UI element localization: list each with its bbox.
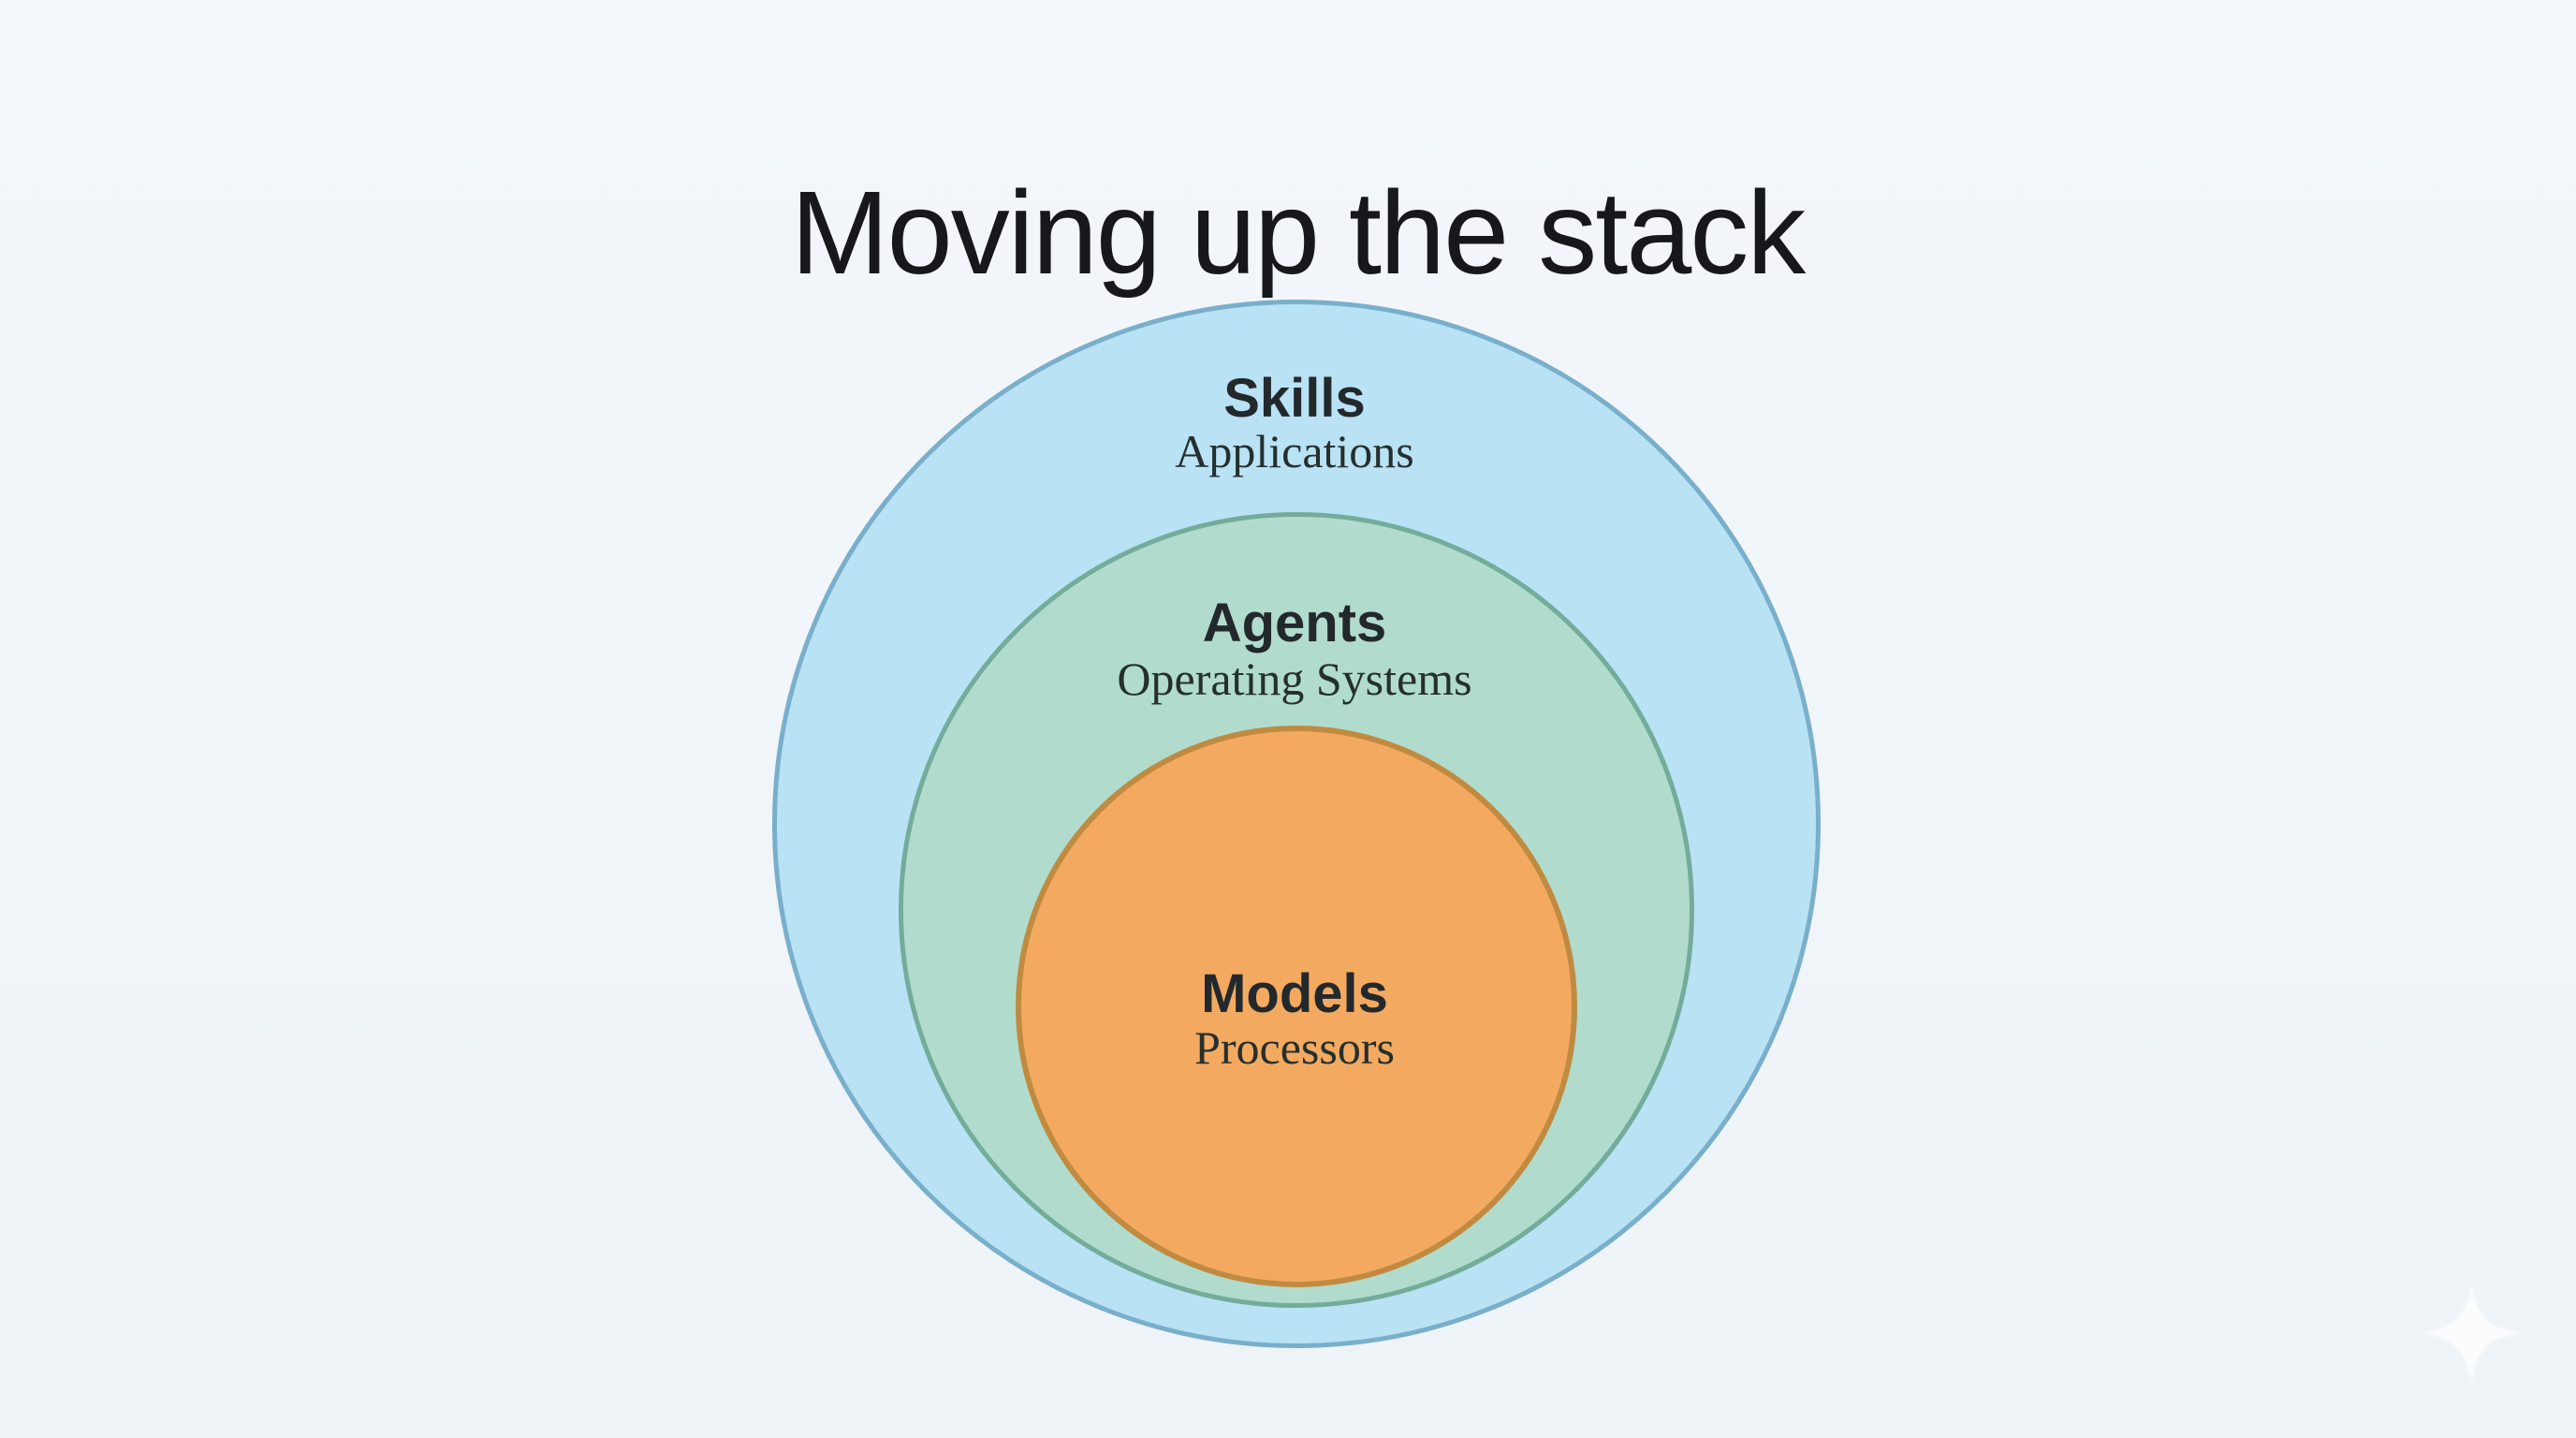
sparkle-shape	[2420, 1282, 2523, 1385]
slide-title: Moving up the stack	[790, 167, 1807, 300]
agents-sublabel: Operating Systems	[1117, 653, 1472, 705]
skills-sublabel: Applications	[1175, 425, 1414, 477]
sparkle-icon	[2420, 1282, 2523, 1385]
agents-label: Agents	[1202, 593, 1387, 653]
skills-label: Skills	[1223, 368, 1366, 429]
models-sublabel: Processors	[1194, 1021, 1395, 1074]
models-label: Models	[1201, 963, 1388, 1024]
models-circle	[1016, 726, 1577, 1287]
